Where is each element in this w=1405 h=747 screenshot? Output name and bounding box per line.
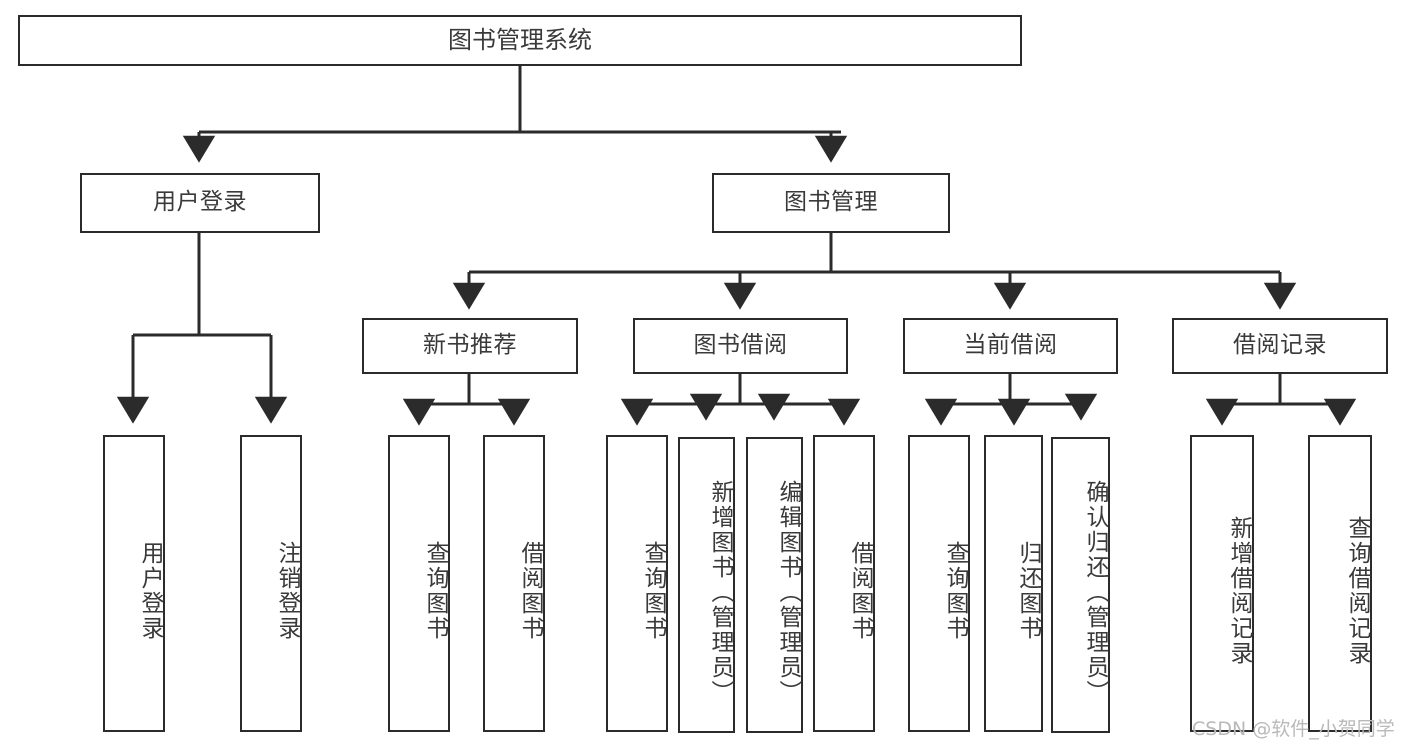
node-user-login[interactable]: 用户登录 — [80, 173, 320, 233]
node-leaf-edit-book-label: 编辑图书（管理员） — [775, 479, 801, 705]
node-leaf-query-book-3[interactable]: 查询图书 — [908, 435, 970, 732]
node-user-login-label: 用户登录 — [153, 189, 247, 216]
node-leaf-query-book-2[interactable]: 查询图书 — [606, 435, 668, 732]
node-leaf-borrow-book-2-label: 借阅图书 — [847, 540, 873, 641]
node-leaf-query-record-label: 查询借阅记录 — [1344, 515, 1370, 666]
node-leaf-add-book[interactable]: 新增图书（管理员） — [678, 437, 735, 733]
node-new-book-recommend-label: 新书推荐 — [423, 332, 517, 359]
node-leaf-return-book-label: 归还图书 — [1015, 540, 1041, 641]
node-leaf-add-book-label: 新增图书（管理员） — [707, 479, 733, 705]
node-leaf-borrow-book-1-label: 借阅图书 — [517, 540, 543, 641]
node-leaf-edit-book[interactable]: 编辑图书（管理员） — [746, 437, 803, 733]
node-current-borrow[interactable]: 当前借阅 — [903, 318, 1118, 374]
node-leaf-return-book[interactable]: 归还图书 — [984, 435, 1043, 732]
csdn-watermark: CSDN @软件_小贺同学 — [1192, 718, 1395, 740]
node-leaf-add-record-label: 新增借阅记录 — [1226, 515, 1252, 666]
node-leaf-borrow-book-1[interactable]: 借阅图书 — [483, 435, 545, 732]
node-leaf-add-record[interactable]: 新增借阅记录 — [1190, 435, 1254, 732]
node-leaf-query-book-1-label: 查询图书 — [422, 540, 448, 641]
node-book-borrow[interactable]: 图书借阅 — [633, 318, 848, 374]
node-leaf-confirm-return-label: 确认归还（管理员） — [1082, 479, 1108, 705]
node-borrow-record-label: 借阅记录 — [1233, 332, 1327, 359]
node-root[interactable]: 图书管理系统 — [18, 15, 1022, 66]
node-leaf-query-book-2-label: 查询图书 — [640, 540, 666, 641]
node-leaf-borrow-book-2[interactable]: 借阅图书 — [813, 435, 875, 732]
node-leaf-query-record[interactable]: 查询借阅记录 — [1308, 435, 1372, 732]
node-root-label: 图书管理系统 — [448, 26, 592, 55]
node-leaf-confirm-return[interactable]: 确认归还（管理员） — [1051, 437, 1110, 733]
node-book-management-label: 图书管理 — [784, 189, 878, 216]
node-leaf-query-book-1[interactable]: 查询图书 — [388, 435, 450, 732]
node-book-management[interactable]: 图书管理 — [712, 173, 950, 233]
node-leaf-logout-login-label: 注销登录 — [274, 540, 300, 641]
node-leaf-user-login[interactable]: 用户登录 — [103, 435, 165, 732]
node-current-borrow-label: 当前借阅 — [963, 332, 1058, 359]
node-leaf-logout-login[interactable]: 注销登录 — [240, 435, 302, 732]
node-leaf-query-book-3-label: 查询图书 — [942, 540, 968, 641]
node-leaf-user-login-label: 用户登录 — [137, 540, 163, 641]
node-borrow-record[interactable]: 借阅记录 — [1172, 318, 1388, 374]
node-new-book-recommend[interactable]: 新书推荐 — [362, 318, 578, 374]
node-book-borrow-label: 图书借阅 — [693, 332, 788, 359]
